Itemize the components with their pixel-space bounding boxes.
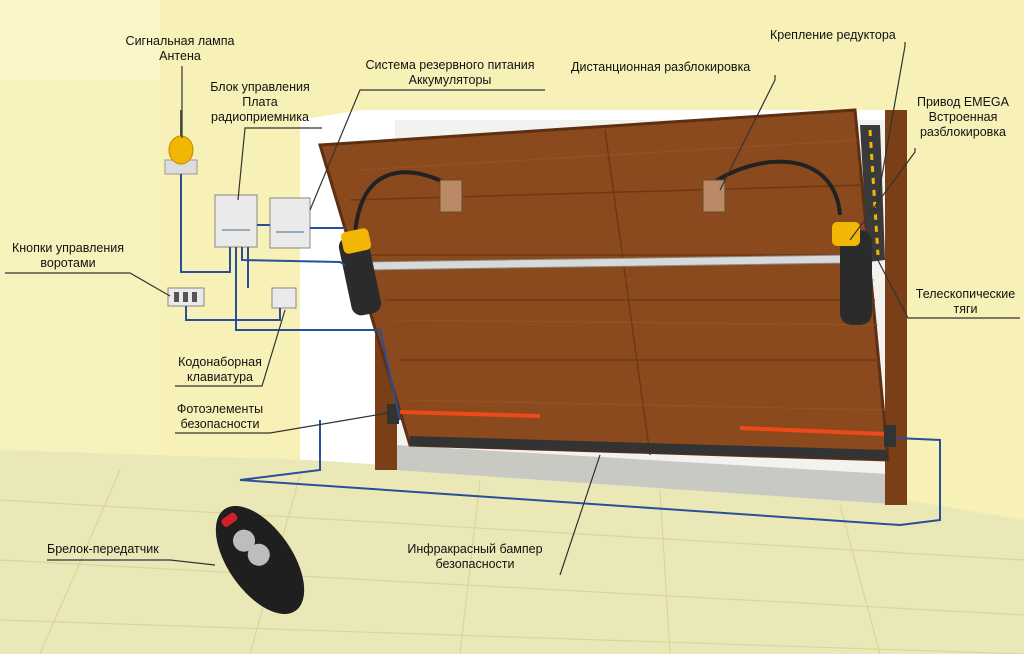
ir-bumper-label: Инфракрасный бампер безопасности <box>395 542 555 572</box>
label-line: Телескопические <box>908 287 1023 302</box>
label-line: Кнопки управления <box>3 241 133 256</box>
label-line: Кодонаборная <box>170 355 270 370</box>
label-line: радиоприемника <box>205 110 315 125</box>
label-line: разблокировка <box>903 125 1023 140</box>
gate-buttons-label: Кнопки управления воротами <box>3 241 133 271</box>
button-panel-icon <box>168 288 204 306</box>
label-line: безопасности <box>395 557 555 572</box>
keypad-label: Кодонаборная клавиатура <box>170 355 270 385</box>
door-panel <box>320 110 888 460</box>
label-line: Встроенная <box>903 110 1023 125</box>
photocells-label: Фотоэлементы безопасности <box>165 402 275 432</box>
label-line: Привод EMEGA <box>903 95 1023 110</box>
gear-mount-label: Крепление редуктора <box>770 28 896 43</box>
label-line: Инфракрасный бампер <box>395 542 555 557</box>
wall-corner-shade <box>0 80 160 470</box>
keyfob-label: Брелок-передатчик <box>47 542 159 557</box>
signal-lamp-label: Сигнальная лампа Антена <box>55 34 305 64</box>
label-line: Аккумуляторы <box>350 73 550 88</box>
gear-bracket <box>440 180 462 212</box>
remote-unlock-label: Дистанционная разблокировка <box>571 60 750 75</box>
telescopic-label: Телескопические тяги <box>908 287 1023 317</box>
label-line: Плата <box>205 95 315 110</box>
label-line: воротами <box>3 256 133 271</box>
label-line: безопасности <box>165 417 275 432</box>
photocell-icon <box>884 425 896 447</box>
label-line: Антена <box>55 49 305 64</box>
label-line: Система резервного питания <box>350 58 550 73</box>
control-box-icon <box>215 195 257 247</box>
backup-power-label: Система резервного питания Аккумуляторы <box>350 58 550 88</box>
label-line: Фотоэлементы <box>165 402 275 417</box>
gear-bracket <box>703 180 725 212</box>
keypad-icon <box>272 288 296 308</box>
label-line: Сигнальная лампа <box>55 34 305 49</box>
label-line: тяги <box>908 302 1023 317</box>
label-line: Блок управления <box>205 80 315 95</box>
battery-box-icon <box>270 198 310 248</box>
drive-label: Привод EMEGA Встроенная разблокировка <box>903 95 1023 140</box>
control-unit-label: Блок управления Плата радиоприемника <box>205 80 315 125</box>
label-line: клавиатура <box>170 370 270 385</box>
